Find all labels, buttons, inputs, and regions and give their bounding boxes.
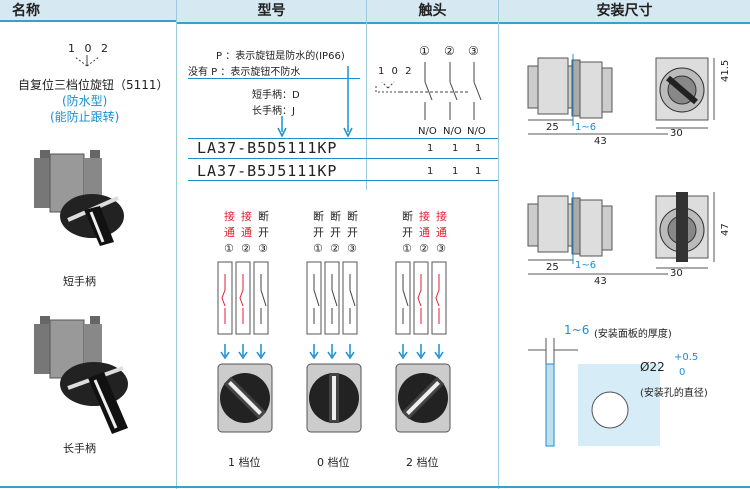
header-contact: 触头	[367, 0, 498, 24]
long-handle-product-image	[34, 316, 128, 434]
state-contact-num: ③	[347, 242, 357, 255]
model-row-line-mid	[188, 158, 498, 159]
model-code-long: LA37-B5J5111KP	[197, 162, 338, 180]
selector-symbol-icon	[74, 55, 100, 67]
no-p-note: 没有 P ：表示旋钮不防水	[188, 67, 301, 78]
hole-tol-lower: 0	[679, 367, 686, 378]
dim1-30: 30	[670, 128, 683, 139]
long-handle-label: 长手柄	[63, 442, 96, 455]
column-divider	[498, 0, 499, 489]
dimension-drawing-short	[527, 54, 715, 135]
state-char-bottom: 开	[258, 226, 269, 239]
contact-r1-1: 1	[427, 143, 434, 154]
state-contact-num: ①	[402, 242, 412, 255]
short-handle-label: 短手柄	[63, 275, 96, 288]
state-char-top: 断	[402, 210, 413, 223]
state-char-top: 断	[258, 210, 269, 223]
state-position-label: 1 档位	[228, 456, 261, 469]
state-char-bottom: 通	[419, 226, 430, 239]
product-sub-antirotate: (能防止跟转)	[50, 110, 120, 124]
p-note: P ：表示旋钮是防水的(IP66)	[216, 51, 345, 62]
contact-blocks	[217, 261, 273, 433]
state-char-top: 接	[241, 210, 252, 223]
state-contact-num: ②	[330, 242, 340, 255]
product-sub-waterproof: (防水型)	[62, 94, 108, 108]
state-char-top: 断	[347, 210, 358, 223]
panel-thickness-note: (安装面板的厚度)	[594, 329, 672, 340]
state-char-top: 断	[330, 210, 341, 223]
dim2-43: 43	[594, 276, 607, 287]
contact-r2-3: 1	[475, 166, 482, 177]
long-handle-code-note: 长手柄：J	[252, 106, 295, 117]
contact-r1-2: 1	[452, 143, 459, 154]
state-char-bottom: 通	[241, 226, 252, 239]
hole-diameter: Ø22	[640, 360, 665, 374]
contact-r2-2: 1	[452, 166, 459, 177]
bottom-border	[0, 486, 750, 488]
column-divider	[366, 0, 367, 190]
state-contact-num: ③	[258, 242, 268, 255]
state-char-bottom: 开	[313, 226, 324, 239]
dim1-panel: 1~6	[575, 122, 597, 133]
hole-tol-upper: +0.5	[674, 352, 699, 363]
column-divider	[176, 0, 177, 489]
dim2-25: 25	[546, 262, 559, 273]
dim1-43: 43	[594, 136, 607, 147]
dimension-drawing-long	[527, 192, 715, 275]
contact-num-2: ②	[444, 44, 455, 58]
contact-type-1: N/O	[418, 126, 437, 137]
contact-schematic	[375, 62, 482, 120]
product-name: 自复位三档位旋钮（5111）	[18, 78, 169, 92]
state-char-bottom: 开	[347, 226, 358, 239]
dim1-25: 25	[546, 122, 559, 133]
panel-thickness-value: 1~6	[564, 323, 590, 337]
state-contact-num: ③	[436, 242, 446, 255]
contact-num-3: ③	[468, 44, 479, 58]
panel-hole-drawing	[528, 338, 660, 447]
contact-type-3: N/O	[467, 126, 486, 137]
state-contact-num: ②	[241, 242, 251, 255]
state-char-bottom: 通	[224, 226, 235, 239]
state-contact-num: ②	[419, 242, 429, 255]
state-char-top: 接	[436, 210, 447, 223]
state-char-bottom: 通	[436, 226, 447, 239]
header-dims: 安装尺寸	[499, 0, 750, 24]
note-underline	[188, 78, 360, 79]
state-position-label: 2 档位	[406, 456, 439, 469]
state-contact-num: ①	[313, 242, 323, 255]
contact-symbol-positions: 1 0 2	[378, 66, 414, 77]
contact-type-2: N/O	[443, 126, 462, 137]
state-char-top: 接	[419, 210, 430, 223]
selector-symbol-label: 1 0 2	[68, 42, 111, 55]
state-char-top: 接	[224, 210, 235, 223]
short-handle-product-image	[34, 150, 124, 246]
header-model: 型号	[177, 0, 366, 24]
dim2-panel: 1~6	[575, 260, 597, 271]
model-row-line-top	[188, 138, 498, 139]
model-row-line-bottom	[188, 180, 498, 181]
contact-blocks	[306, 261, 362, 433]
dim1-height: 41.5	[720, 59, 731, 82]
contact-r2-1: 1	[427, 166, 434, 177]
state-char-bottom: 开	[402, 226, 413, 239]
dim2-30: 30	[670, 268, 683, 279]
model-code-short: LA37-B5D5111KP	[197, 139, 338, 157]
contact-blocks	[395, 261, 451, 433]
arrows-to-model	[277, 66, 353, 138]
contact-num-1: ①	[419, 44, 430, 58]
hole-note: (安装孔的直径)	[640, 388, 708, 399]
state-position-label: 0 档位	[317, 456, 350, 469]
state-contact-num: ①	[224, 242, 234, 255]
short-handle-code-note: 短手柄：D	[252, 90, 300, 101]
dim2-height: 47	[720, 223, 731, 236]
state-char-top: 断	[313, 210, 324, 223]
header-name: 名称	[0, 0, 176, 22]
state-char-bottom: 开	[330, 226, 341, 239]
contact-r1-3: 1	[475, 143, 482, 154]
